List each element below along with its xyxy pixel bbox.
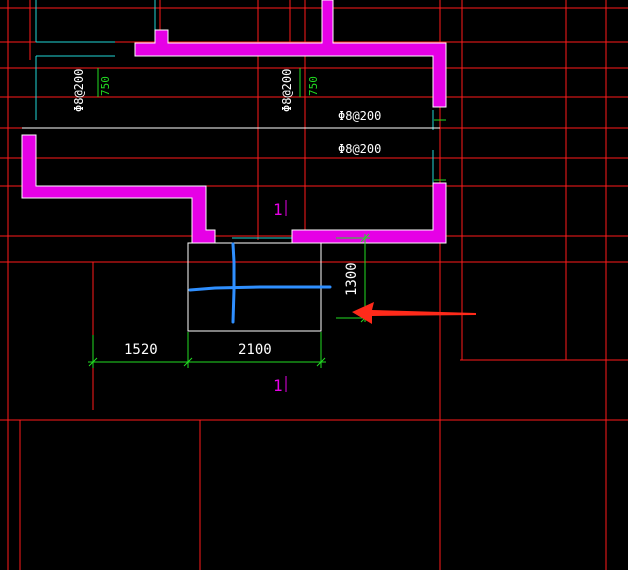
section-mark-bottom: 1 xyxy=(273,376,283,395)
dimension-text-opening-width: 2100 xyxy=(238,342,272,358)
dimension-tick xyxy=(88,357,98,367)
rebar-label-right-bottom: Φ8@200 xyxy=(338,142,381,156)
red-pointer-arrow-icon xyxy=(352,302,476,324)
dimension-lines xyxy=(88,68,446,368)
blue-horizontal-stroke xyxy=(188,285,332,292)
arrow-shape xyxy=(352,302,476,324)
rebar-label-right-top: Φ8@200 xyxy=(338,109,381,123)
wall-inner-lines xyxy=(21,127,440,198)
depth-label-left: 750 xyxy=(99,76,112,96)
dimension-tick xyxy=(183,357,193,367)
blue-vertical-stroke xyxy=(231,242,236,324)
depth-label-mid: 750 xyxy=(307,76,320,96)
wall-section xyxy=(21,0,447,244)
blue-cross-mark xyxy=(188,242,332,324)
rebar-label-mid: Φ8@200 xyxy=(280,69,294,112)
dimension-tick xyxy=(316,357,326,367)
rebar-label-left: Φ8@200 xyxy=(72,69,86,112)
dimension-text-left-span: 1520 xyxy=(124,342,158,358)
dimension-text-opening-height: 1300 xyxy=(344,262,360,296)
section-mark-top: 1 xyxy=(273,200,283,219)
dimension-tick xyxy=(360,233,370,243)
